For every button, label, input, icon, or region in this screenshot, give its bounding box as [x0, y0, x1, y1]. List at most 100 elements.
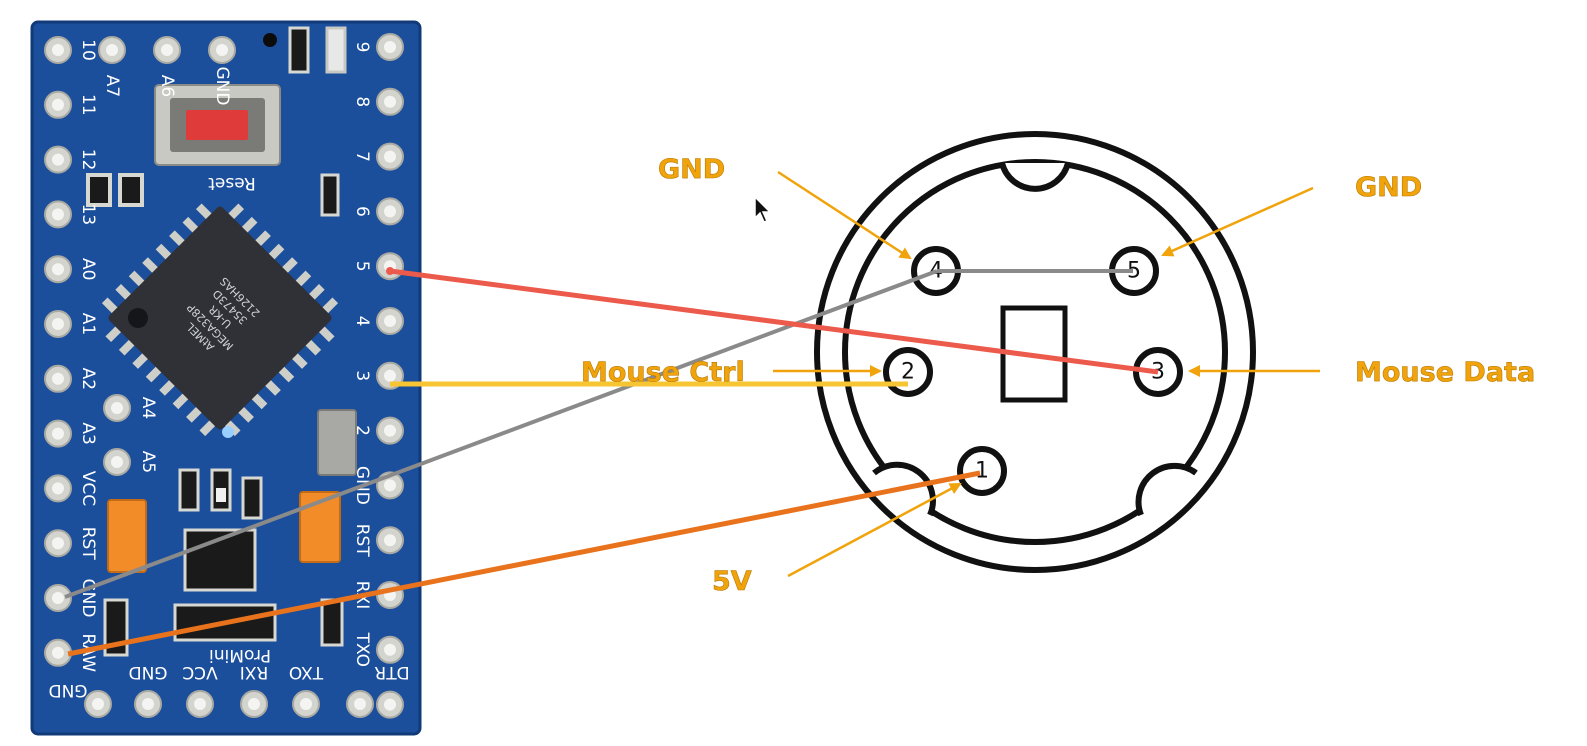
right-pin-pad [376, 307, 404, 335]
top-pin-label: GND [212, 67, 232, 106]
wires [64, 267, 1159, 657]
right-pin-label: 9 [352, 42, 372, 53]
right-pin-pad [376, 690, 404, 719]
right-pin-label: 4 [352, 316, 372, 327]
connector-pin-1: 1 [957, 446, 1007, 496]
left-pin-pad [44, 90, 72, 119]
bottom-pin-label: GND [49, 680, 88, 700]
connector-right-notch [1135, 462, 1198, 517]
right-pin-pad [376, 526, 404, 555]
bottom-pin-label: VCC [182, 662, 217, 682]
reset-label: Reset [208, 173, 256, 193]
right-pin-pad [376, 635, 404, 664]
reset-button: Reset [154, 84, 281, 193]
connector-pin-2: 2 [883, 347, 933, 397]
inner-pads [103, 394, 131, 476]
connector-pins: 12345 [883, 246, 1183, 496]
inner-pin-pad [103, 448, 131, 476]
right-pin-pad [376, 87, 404, 116]
label-gnd-right: GND [1355, 172, 1422, 203]
left-pin-pad [44, 364, 72, 393]
right-pin-header [376, 33, 404, 719]
bottom-pin-pad [134, 690, 162, 718]
left-pin-label: A3 [78, 422, 98, 444]
right-pin-pad [376, 197, 404, 226]
connector-pin-number: 1 [975, 459, 989, 484]
top-pin-pad [153, 36, 181, 64]
bottom-pin-header [84, 690, 374, 718]
right-pin-pad [376, 33, 404, 61]
left-pin-pad [44, 200, 72, 229]
left-pin-pad [44, 310, 72, 338]
inner-pin-pad [103, 394, 131, 422]
wire-mouse-data [389, 268, 1159, 375]
label-5v: 5V [712, 566, 752, 597]
left-pin-label: 13 [78, 204, 98, 226]
bottom-pin-pad [84, 690, 112, 718]
bottom-pin-label: RXI [240, 662, 268, 682]
atmega-chip [101, 203, 339, 437]
wire-5v [67, 470, 981, 657]
inner-pin-label: A5 [138, 451, 158, 473]
left-pin-label: A0 [78, 258, 98, 280]
bottom-pin-labels: GND GND VCC RXI TXO DTR [49, 662, 410, 700]
arrow-gnd-right [1161, 186, 1314, 257]
right-pin-label: 5 [352, 261, 372, 272]
arduino-pro-mini-board: Reset AtMEL MEGA328P U-KR 35473D 2126HAS [30, 20, 422, 736]
left-pin-pad [44, 529, 72, 558]
right-pin-label: RST [352, 524, 372, 558]
right-pin-pad [376, 142, 404, 171]
label-mouse-ctrl: Mouse Ctrl [581, 357, 745, 388]
mouse-cursor-icon [754, 195, 772, 223]
left-pin-pad [44, 474, 72, 503]
bottom-pin-label: DTR [374, 662, 409, 682]
ps2-connector: 12345 [814, 131, 1256, 573]
right-pin-pad [376, 252, 404, 281]
left-pin-label: 10 [78, 39, 98, 61]
smd-components [86, 26, 357, 657]
left-pin-pad [44, 638, 72, 667]
left-pin-header [44, 36, 72, 667]
label-gnd-left: GND [658, 154, 725, 185]
connector-pin-number: 5 [1127, 259, 1141, 284]
bottom-pin-pad [346, 690, 374, 718]
right-pin-label: 8 [352, 96, 372, 107]
right-pin-label: TXO [352, 632, 372, 667]
left-pin-label: RAW [78, 633, 98, 672]
bottom-pin-label: GND [129, 662, 168, 682]
left-pin-label: VCC [78, 471, 98, 506]
left-pin-label: 12 [78, 149, 98, 171]
right-pin-label: 2 [352, 425, 372, 436]
inner-pin-label: A4 [138, 397, 158, 419]
chip-pin1-marker [127, 308, 148, 329]
left-pin-pad [44, 255, 72, 284]
wire-endpoint [386, 267, 394, 275]
capacitor-right [299, 491, 341, 563]
left-pin-pad [44, 36, 72, 64]
bottom-pin-pad [240, 690, 268, 718]
pcb-shading [30, 20, 422, 736]
top-pin-pad [208, 36, 236, 64]
right-pin-label: 6 [352, 206, 372, 217]
left-pin-pad [44, 584, 72, 612]
connector-pin-number: 2 [901, 360, 915, 385]
arrow-5v [787, 482, 962, 578]
annotation-arrows [773, 170, 1320, 578]
left-pin-label: A1 [78, 313, 98, 335]
left-pin-pad [44, 419, 72, 448]
left-pin-label: A2 [78, 368, 98, 390]
capacitor-left [107, 499, 147, 573]
silk-promini: ProMini [209, 645, 271, 665]
top-pin-header [98, 36, 236, 64]
bottom-pin-pad [292, 690, 320, 718]
arrow-gnd-left [777, 170, 912, 260]
top-pin-label: A7 [102, 75, 122, 97]
right-pin-label: 7 [352, 151, 372, 162]
pin-annotations: GND GND Mouse Ctrl Mouse Data 5V [581, 154, 1536, 598]
left-pin-label: 11 [78, 94, 98, 116]
bottom-pin-label: TXO [289, 662, 324, 682]
right-pin-label: 3 [352, 370, 372, 381]
